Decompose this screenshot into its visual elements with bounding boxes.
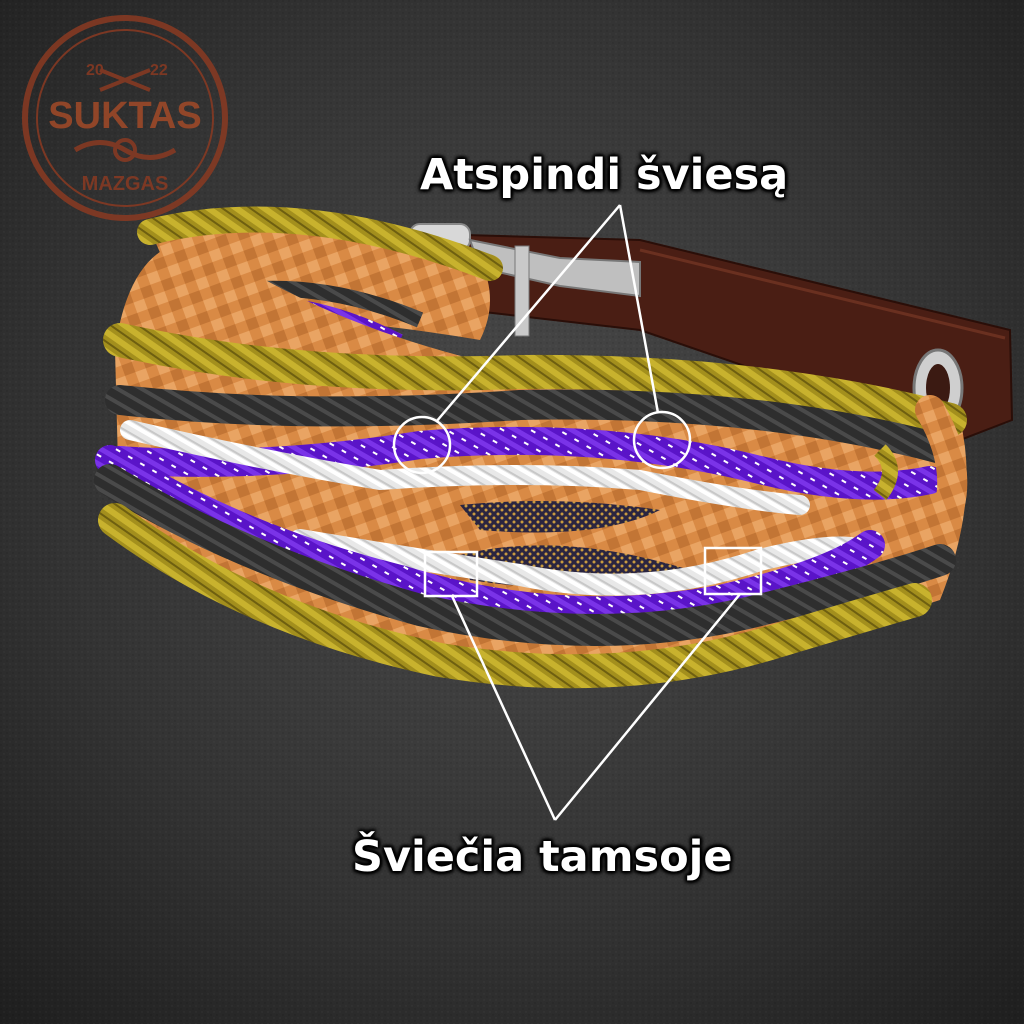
glow-label: Šviečia tamsoje	[352, 832, 733, 882]
logo-brand-bottom: MAZGAS	[82, 173, 169, 195]
cord-purple-lower	[95, 445, 885, 627]
brand-logo: 20 22 SUKTAS MAZGAS	[22, 15, 228, 221]
reflective-label: Atspindi šviesą	[420, 150, 789, 200]
cord-gold-bottom	[98, 503, 932, 689]
cord-white-lower	[289, 529, 861, 596]
logo-brand-top: SUKTAS	[48, 95, 201, 137]
logo-year-right: 22	[150, 62, 168, 79]
cord-black-lower	[94, 464, 956, 646]
reflective-circle-left	[392, 415, 452, 475]
glow-markers	[423, 546, 763, 598]
cord-white-upper	[120, 420, 810, 515]
reflective-circle-right	[632, 410, 692, 470]
glow-square-left	[423, 550, 479, 598]
glow-square-right	[703, 546, 763, 596]
cord-black-upper	[105, 385, 960, 465]
reflective-markers	[392, 410, 692, 475]
cord-navy-center	[460, 501, 660, 533]
cord-gold-top	[103, 323, 967, 437]
logo-year-left: 20	[86, 62, 104, 79]
annotation-lines	[435, 204, 741, 821]
